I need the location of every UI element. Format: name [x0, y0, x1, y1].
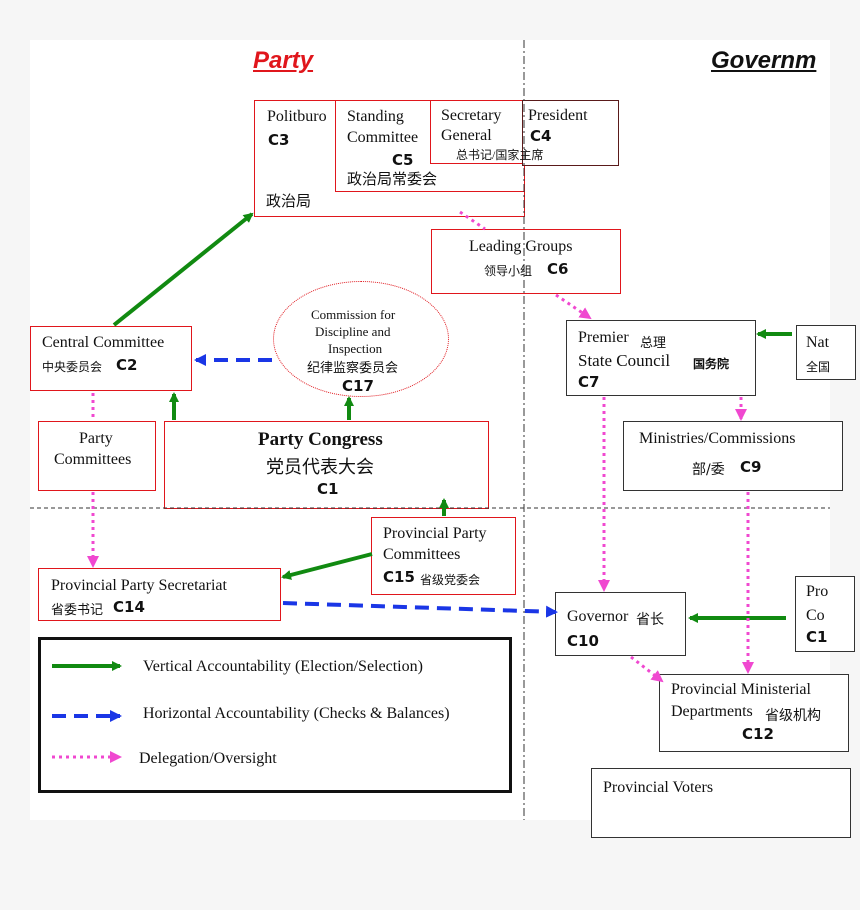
prov-secretariat-label: Provincial Party Secretariat	[51, 577, 227, 594]
prov-voters-box	[591, 768, 851, 838]
arrow-provcommittees-to-secretariat	[281, 552, 373, 580]
prov-departments-line1: Provincial Ministerial	[671, 681, 811, 698]
npc-line1: Nat	[806, 334, 830, 351]
arrow-politburo-to-leading-groups	[459, 210, 486, 231]
governor-label: Governor	[567, 608, 629, 625]
prov-party-committees-box	[371, 517, 516, 595]
prov-party-committees-code: C15	[383, 568, 415, 586]
leading-groups-label: Leading Groups	[469, 238, 573, 255]
prov-congress-line2: Co	[806, 607, 825, 624]
discipline-zh: 纪律监察委员会	[307, 360, 399, 375]
prov-voters-label: Provincial Voters	[603, 779, 714, 796]
party-congress-label: Party Congress	[258, 429, 383, 450]
leading-groups-zh: 领导小组	[484, 264, 533, 278]
state-council-zh: 国务院	[693, 357, 730, 371]
politburo-code: C3	[268, 131, 290, 149]
arrow-governor-to-departments	[630, 655, 664, 683]
governor-box	[555, 592, 686, 656]
prov-party-committees-line1: Provincial Party	[383, 525, 487, 542]
party-congress-box	[164, 421, 489, 509]
prov-departments-line2: Departments	[671, 703, 753, 720]
prov-party-committees-zh: 省级党委会	[420, 573, 481, 587]
arrow-cc-to-politburo	[112, 212, 254, 327]
central-committee-box	[30, 326, 192, 391]
leading-groups-code: C6	[547, 260, 569, 278]
npc-box	[796, 325, 856, 380]
legend-delegation-label: Delegation/Oversight	[139, 750, 277, 767]
prov-departments-code: C12	[742, 725, 774, 743]
premier-zh: 总理	[640, 336, 667, 351]
standing-line1: Standing	[347, 108, 404, 125]
legend-horizontal-label: Horizontal Accountability (Checks & Bala…	[143, 705, 450, 722]
standing-line2: Committee	[347, 129, 419, 146]
party-committees-box	[38, 421, 156, 491]
party-heading: Party	[253, 47, 314, 74]
party-congress-zh: 党员代表大会	[266, 457, 374, 477]
secretary-line2: General	[441, 127, 492, 144]
standing-zh: 政治局常委会	[347, 172, 438, 188]
state-council-label: State Council	[578, 351, 671, 370]
politburo-zh: 政治局	[266, 194, 312, 210]
secretary-zh: 总书记/国家主席	[456, 148, 544, 162]
legend-vertical-label: Vertical Accountability (Election/Select…	[143, 658, 423, 675]
ministries-zh: 部/委	[692, 462, 725, 478]
discipline-code: C17	[342, 377, 374, 395]
prov-congress-code: C1	[806, 628, 828, 646]
president-box	[522, 100, 619, 166]
state-council-box	[566, 320, 756, 396]
central-committee-code: C2	[116, 356, 138, 374]
politburo-label: Politburo	[267, 108, 327, 125]
prov-congress-line1: Pro	[806, 583, 829, 600]
prov-secretariat-code: C14	[113, 598, 145, 616]
discipline-line1: Commission for	[311, 307, 396, 322]
state-council-code: C7	[578, 373, 600, 391]
governor-code: C10	[567, 632, 599, 650]
ministries-label: Ministries/Commissions	[639, 430, 796, 447]
party-committees-line1: Party	[79, 430, 113, 447]
ministries-box	[623, 421, 843, 491]
prov-departments-zh: 省级机构	[765, 708, 821, 724]
secretary-line1: Secretary	[441, 107, 502, 124]
npc-line2: 全国	[806, 360, 831, 374]
governor-zh: 省长	[636, 612, 664, 628]
prov-secretariat-box	[38, 568, 281, 621]
discipline-commission-ellipse	[273, 281, 449, 397]
prov-congress-box	[795, 576, 855, 652]
central-committee-label: Central Committee	[42, 334, 165, 351]
president-code: C4	[530, 127, 552, 145]
ministries-code: C9	[740, 458, 762, 476]
prov-party-committees-line2: Committees	[383, 546, 461, 563]
president-label: President	[528, 107, 588, 124]
arrow-leading-groups-to-premier	[555, 293, 592, 320]
discipline-line2: Discipline and	[315, 324, 391, 339]
party-committees-line2: Committees	[54, 451, 132, 468]
secretary-general-box	[430, 100, 525, 164]
central-committee-zh: 中央委员会	[42, 360, 103, 374]
government-heading: Governm	[711, 47, 817, 74]
arrow-secretariat-to-governor	[282, 601, 558, 618]
leading-groups-box	[431, 229, 621, 294]
prov-secretariat-zh: 省委书记	[51, 603, 104, 618]
standing-code: C5	[392, 151, 414, 169]
prov-departments-box	[659, 674, 849, 752]
discipline-line3: Inspection	[328, 341, 383, 356]
premier-label: Premier	[578, 329, 629, 346]
party-congress-code: C1	[317, 480, 339, 498]
